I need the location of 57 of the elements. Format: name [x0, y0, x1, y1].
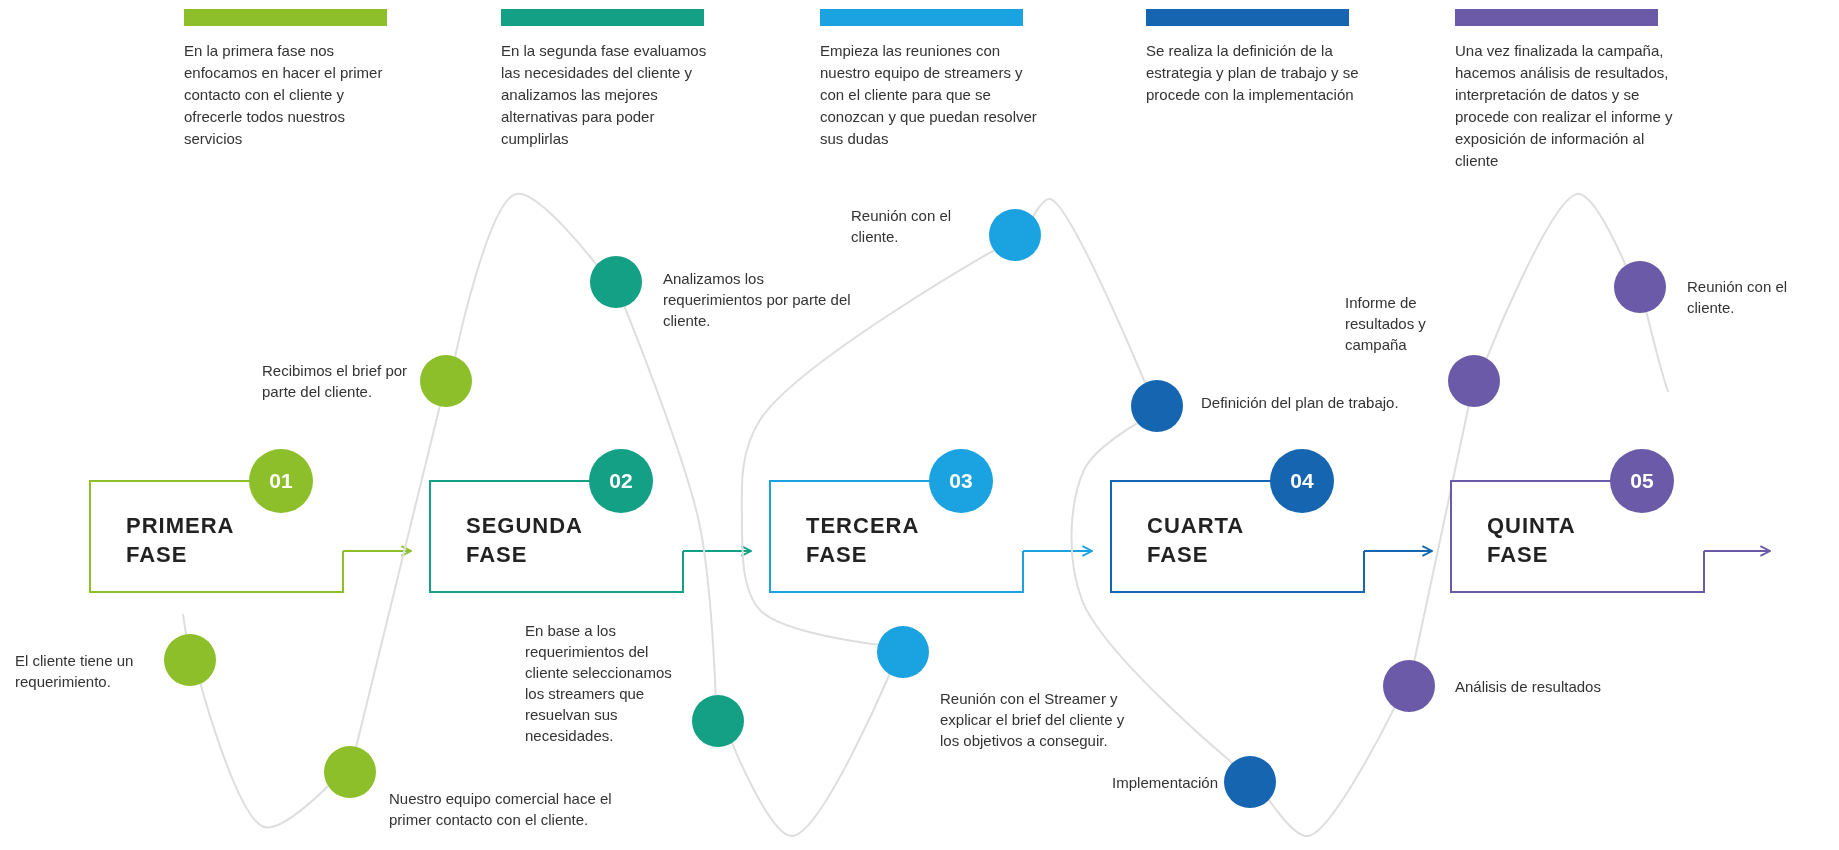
step-description: Informe de resultados y campaña [1345, 293, 1427, 355]
wave-line [1413, 405, 1470, 662]
phase-number: 02 [589, 449, 653, 513]
wave-line [1645, 311, 1669, 393]
wave-line [355, 405, 441, 748]
step-description: Reunión con el Streamer y explicar el brief del cliente y los objetivos a conseguir. [940, 689, 1126, 751]
step-dot [590, 256, 642, 308]
phase-title: PRIMERA FASE [126, 512, 235, 569]
arrow [1703, 545, 1771, 557]
step-description: El cliente tiene un requerimiento. [15, 651, 135, 692]
step-dot [420, 355, 472, 407]
step-description: Reunión con el cliente. [1687, 277, 1789, 318]
step-description: Definición del plan de trabajo. [1201, 393, 1400, 413]
step-description: Recibimos el brief por parte del cliente. [262, 361, 409, 402]
arrow [1022, 545, 1093, 557]
step-dot [164, 634, 216, 686]
phase-title: SEGUNDA FASE [466, 512, 584, 569]
phase-description: En la segunda fase evaluamos las necesidades del cliente y analizamos las mejores alternativas para poder cumplirlas [501, 41, 708, 149]
step-dot [1383, 660, 1435, 712]
step-dot [877, 626, 929, 678]
phase-number: 04 [1270, 449, 1334, 513]
phase-number: 03 [929, 449, 993, 513]
phase-description: Una vez finalizada la campaña, hacemos análisis de resultados, interpretación de datos y se procede con realizar el informe y exposición de información al cliente [1455, 41, 1673, 171]
arrow [1363, 545, 1433, 557]
phase-title: CUARTA FASE [1147, 512, 1245, 569]
step-description: Reunión con el cliente. [851, 206, 953, 247]
wave-line [731, 673, 891, 837]
step-description: Analizamos los requerimientos por parte del cliente. [663, 269, 852, 331]
step-description: Nuestro equipo comercial hace el primer contacto con el cliente. [389, 789, 613, 830]
phase-description: En la primera fase nos enfocamos en hacer el primer contacto con el cliente y ofrecerle todos nuestros servicios [184, 41, 384, 149]
step-dot [1224, 756, 1276, 808]
step-dot [1448, 355, 1500, 407]
phase-number: 05 [1610, 449, 1674, 513]
wave-line [1032, 198, 1147, 384]
wave-line [454, 193, 598, 358]
phase-description: Se realiza la definición de la estrategia y plan de trabajo y se procede con la implementación [1146, 41, 1360, 105]
step-dot [692, 695, 744, 747]
arrow [342, 545, 412, 557]
step-description: Análisis de resultados [1455, 677, 1602, 697]
phase-title: TERCERA FASE [806, 512, 920, 569]
wave-line [623, 305, 717, 697]
step-dot [1614, 261, 1666, 313]
arrow [682, 545, 752, 557]
wave-line [1268, 706, 1396, 837]
step-description: En base a los requerimientos del cliente seleccionamos los streamers que resuelvan sus necesidades. [525, 621, 673, 746]
wave-line [1485, 193, 1627, 360]
step-dot [989, 209, 1041, 261]
phase-number: 01 [249, 449, 313, 513]
wave-line [1070, 422, 1234, 764]
step-dot [1131, 380, 1183, 432]
phase-title: QUINTA FASE [1487, 512, 1576, 569]
step-description: Implementación [1111, 773, 1218, 793]
wave-line [199, 682, 330, 829]
wave-line [740, 249, 995, 646]
step-dot [324, 746, 376, 798]
phase-description: Empieza las reuniones con nuestro equipo de streamers y con el cliente para que se conozcan y que puedan resolver sus dudas [820, 41, 1038, 149]
wave-line [182, 613, 188, 636]
